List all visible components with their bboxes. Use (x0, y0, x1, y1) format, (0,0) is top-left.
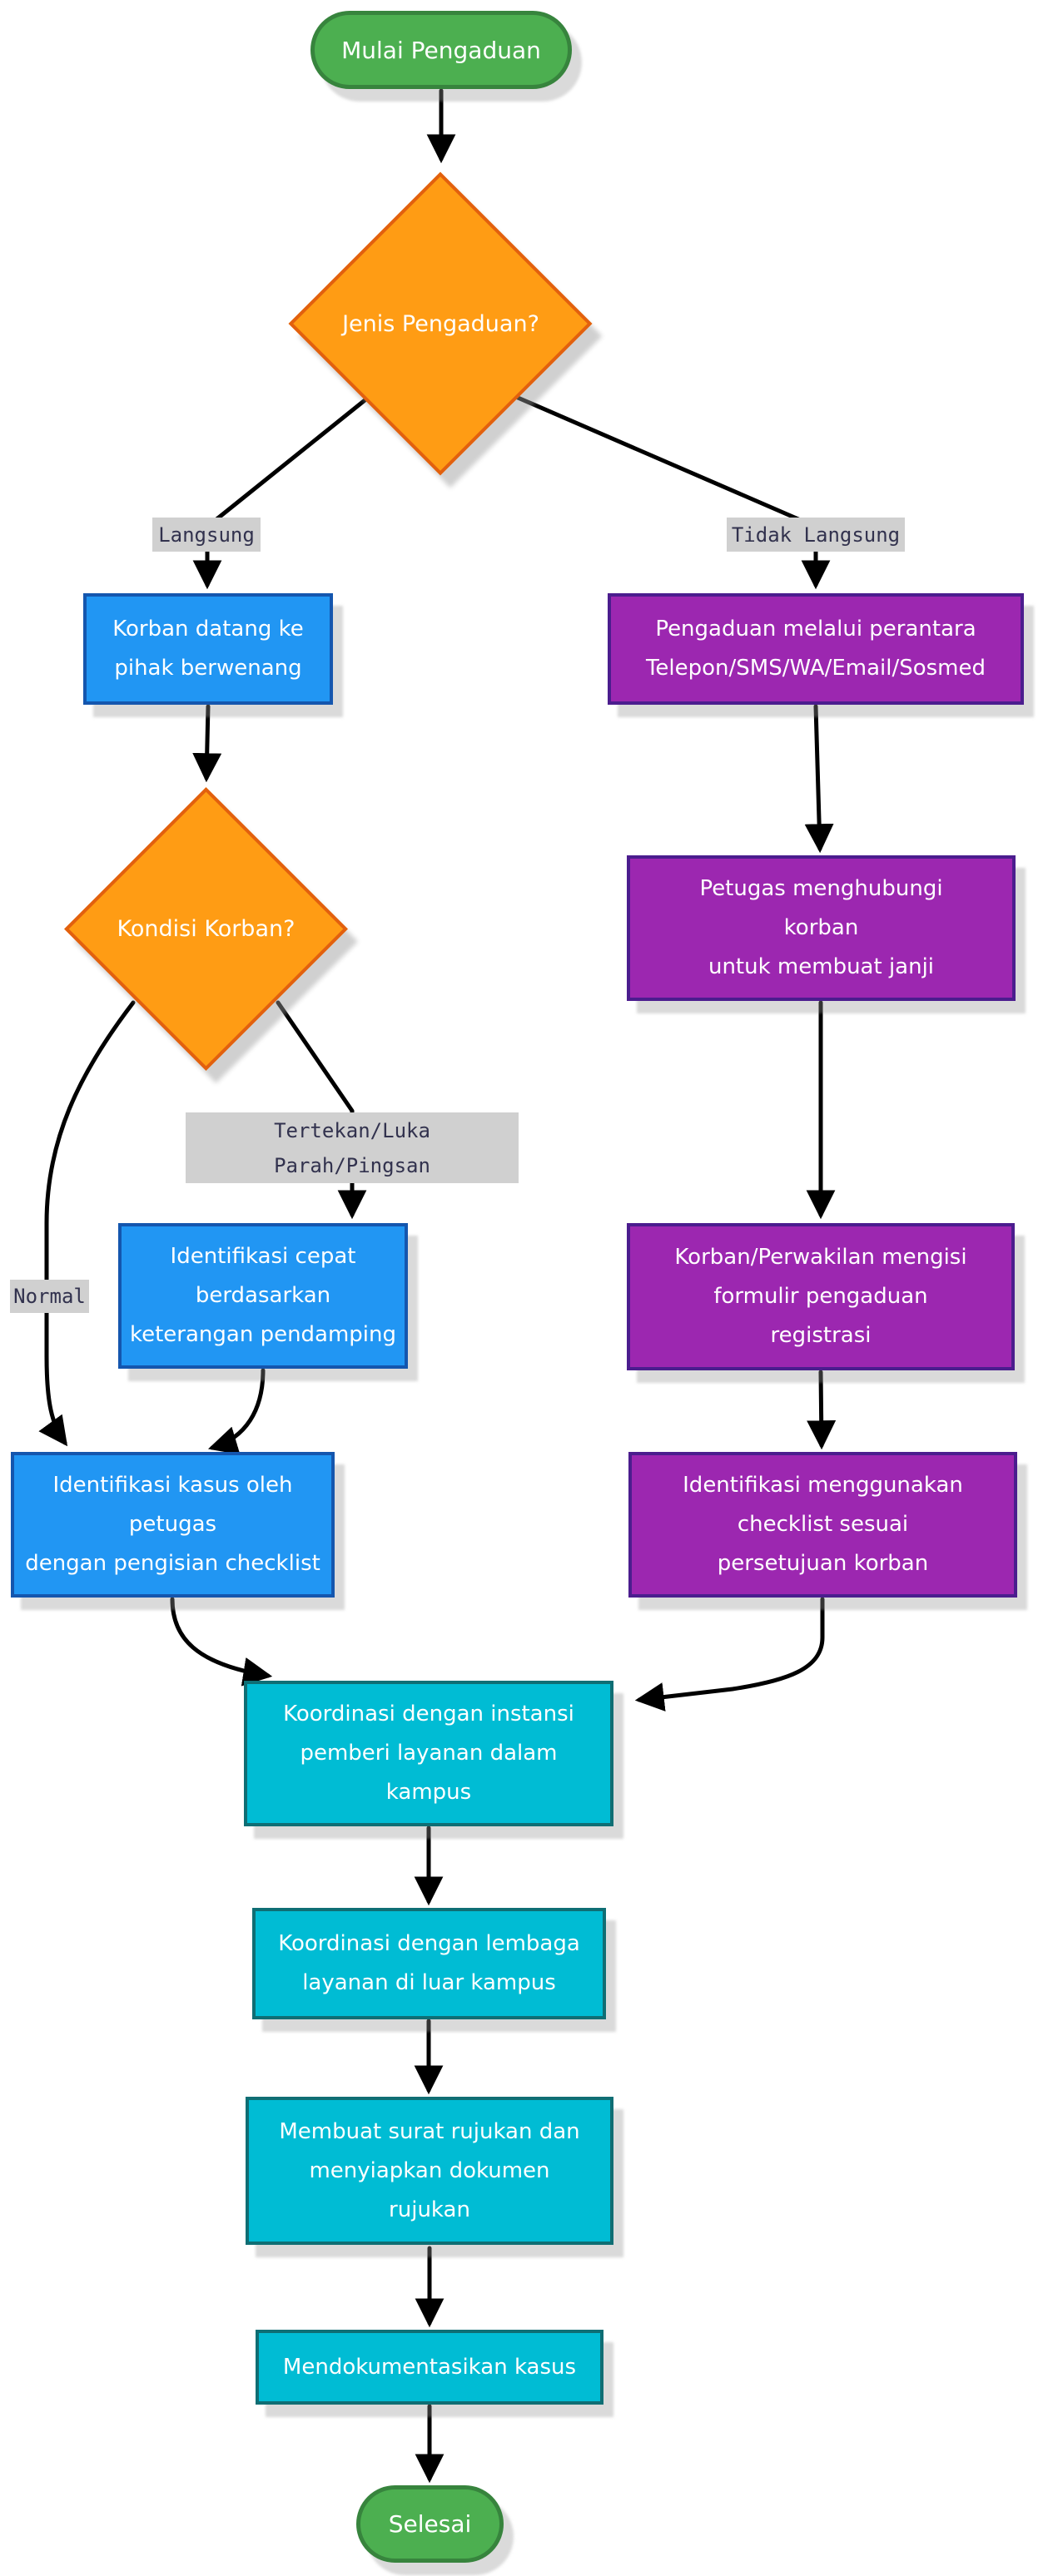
edge-checklistid-to-coordinternal (634, 1597, 825, 1712)
node-decision-jenis-pengaduan: Jenis Pengaduan? (288, 171, 593, 477)
edge-label-normal: Normal (10, 1280, 89, 1313)
node-pengaduan-perantara: Pengaduan melalui perantara Telepon/SMS/… (608, 593, 1024, 705)
node-identifikasi-cepat: Identifikasi cepat berdasarkan keteranga… (118, 1223, 408, 1369)
node-koordinasi-luar-kampus: Koordinasi dengan lembaga layanan di lua… (252, 1908, 606, 2019)
edge-label-langsung: Langsung (152, 518, 261, 552)
edge-direct-to-condition (192, 704, 222, 783)
node-korban-datang: Korban datang ke pihak berwenang (83, 593, 333, 705)
node-koordinasi-dalam-kampus: Koordinasi dengan instansi pemberi layan… (244, 1681, 613, 1826)
node-mendokumentasikan-kasus: Mendokumentasikan kasus (256, 2330, 603, 2405)
node-identifikasi-checklist: Identifikasi menggunakan checklist sesua… (628, 1452, 1017, 1598)
node-petugas-menghubungi: Petugas menghubungi korban untuk membuat… (627, 855, 1016, 1001)
edge-caseid-to-coordinternal (170, 1597, 273, 1687)
edge-label-tidak-langsung: Tidak Langsung (727, 518, 905, 552)
diamond-label: Kondisi Korban? (117, 916, 296, 942)
node-korban-mengisi-formulir: Korban/Perwakilan mengisi formulir penga… (627, 1223, 1015, 1370)
node-decision-kondisi-korban: Kondisi Korban? (64, 786, 348, 1072)
diamond-label: Jenis Pengaduan? (342, 310, 539, 337)
node-identifikasi-kasus: Identifikasi kasus oleh petugas dengan p… (11, 1452, 335, 1598)
edge-quickid-to-caseid (207, 1368, 266, 1455)
edge-label-tertekan: Tertekan/Luka Parah/Pingsan (186, 1112, 519, 1183)
node-start: Mulai Pengaduan (310, 11, 572, 89)
edge-fillform-to-checklistid (807, 1370, 837, 1450)
node-membuat-surat-rujukan: Membuat surat rujukan dan menyiapkan dok… (246, 2097, 613, 2245)
edge-condition-normal-to-caseid (38, 1000, 136, 1447)
node-end: Selesai (356, 2485, 504, 2563)
edge-indirect-to-contact (804, 704, 834, 854)
